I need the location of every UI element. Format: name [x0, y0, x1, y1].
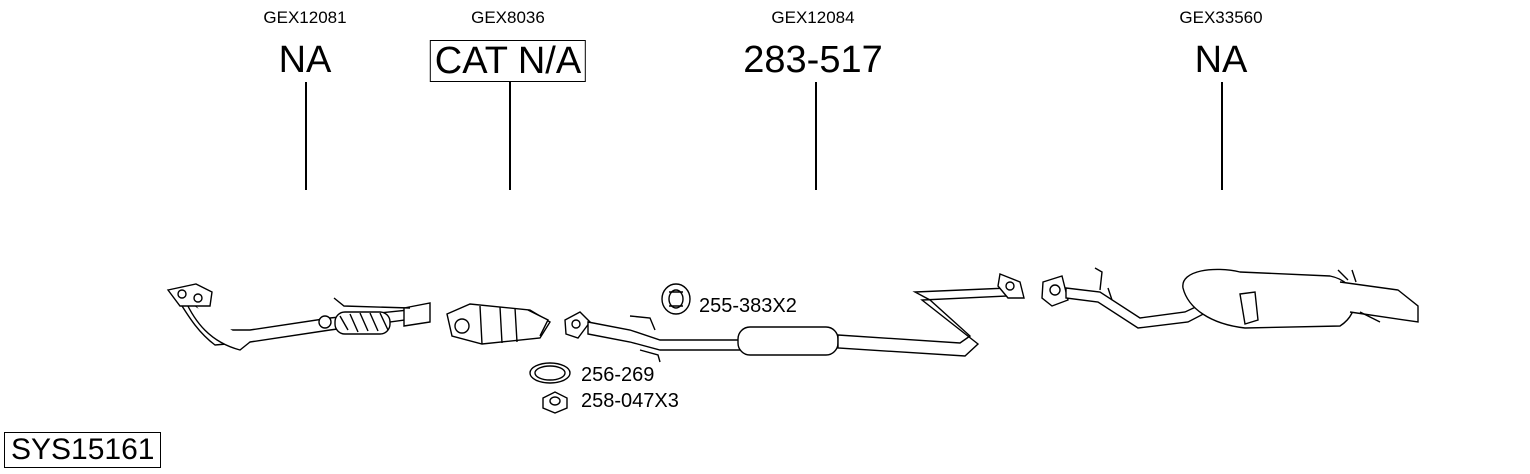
leader-line	[1221, 82, 1223, 190]
front-pipe-drawing	[166, 283, 431, 351]
catalyst-drawing	[446, 303, 551, 345]
middle-section-drawing	[564, 273, 1025, 363]
gasket-ring-icon	[529, 362, 571, 384]
part-number-rear-silencer[interactable]: NA	[1194, 39, 1248, 81]
part-number-catalyst[interactable]: CAT N/A	[429, 40, 587, 82]
part-number-front-pipe[interactable]: NA	[278, 39, 332, 81]
leader-line	[815, 82, 817, 190]
hex-nut-icon	[542, 391, 568, 414]
leader-line	[509, 82, 511, 190]
part-code-middle-section: GEX12084	[771, 8, 855, 27]
part-code-catalyst: GEX8036	[471, 8, 545, 27]
leader-line	[305, 82, 307, 190]
accessory-label-hanger[interactable]: 255-383X2	[699, 295, 797, 317]
accessory-label-nut[interactable]: 258-047X3	[581, 390, 679, 412]
rear-silencer-drawing	[1041, 267, 1419, 329]
part-code-rear-silencer: GEX33560	[1179, 8, 1263, 27]
rubber-hanger-icon	[661, 283, 691, 315]
system-code-badge: SYS15161	[4, 432, 162, 468]
part-code-front-pipe: GEX12081	[263, 8, 347, 27]
part-number-middle-section[interactable]: 283-517	[743, 39, 883, 81]
accessory-label-gasket[interactable]: 256-269	[581, 364, 655, 386]
